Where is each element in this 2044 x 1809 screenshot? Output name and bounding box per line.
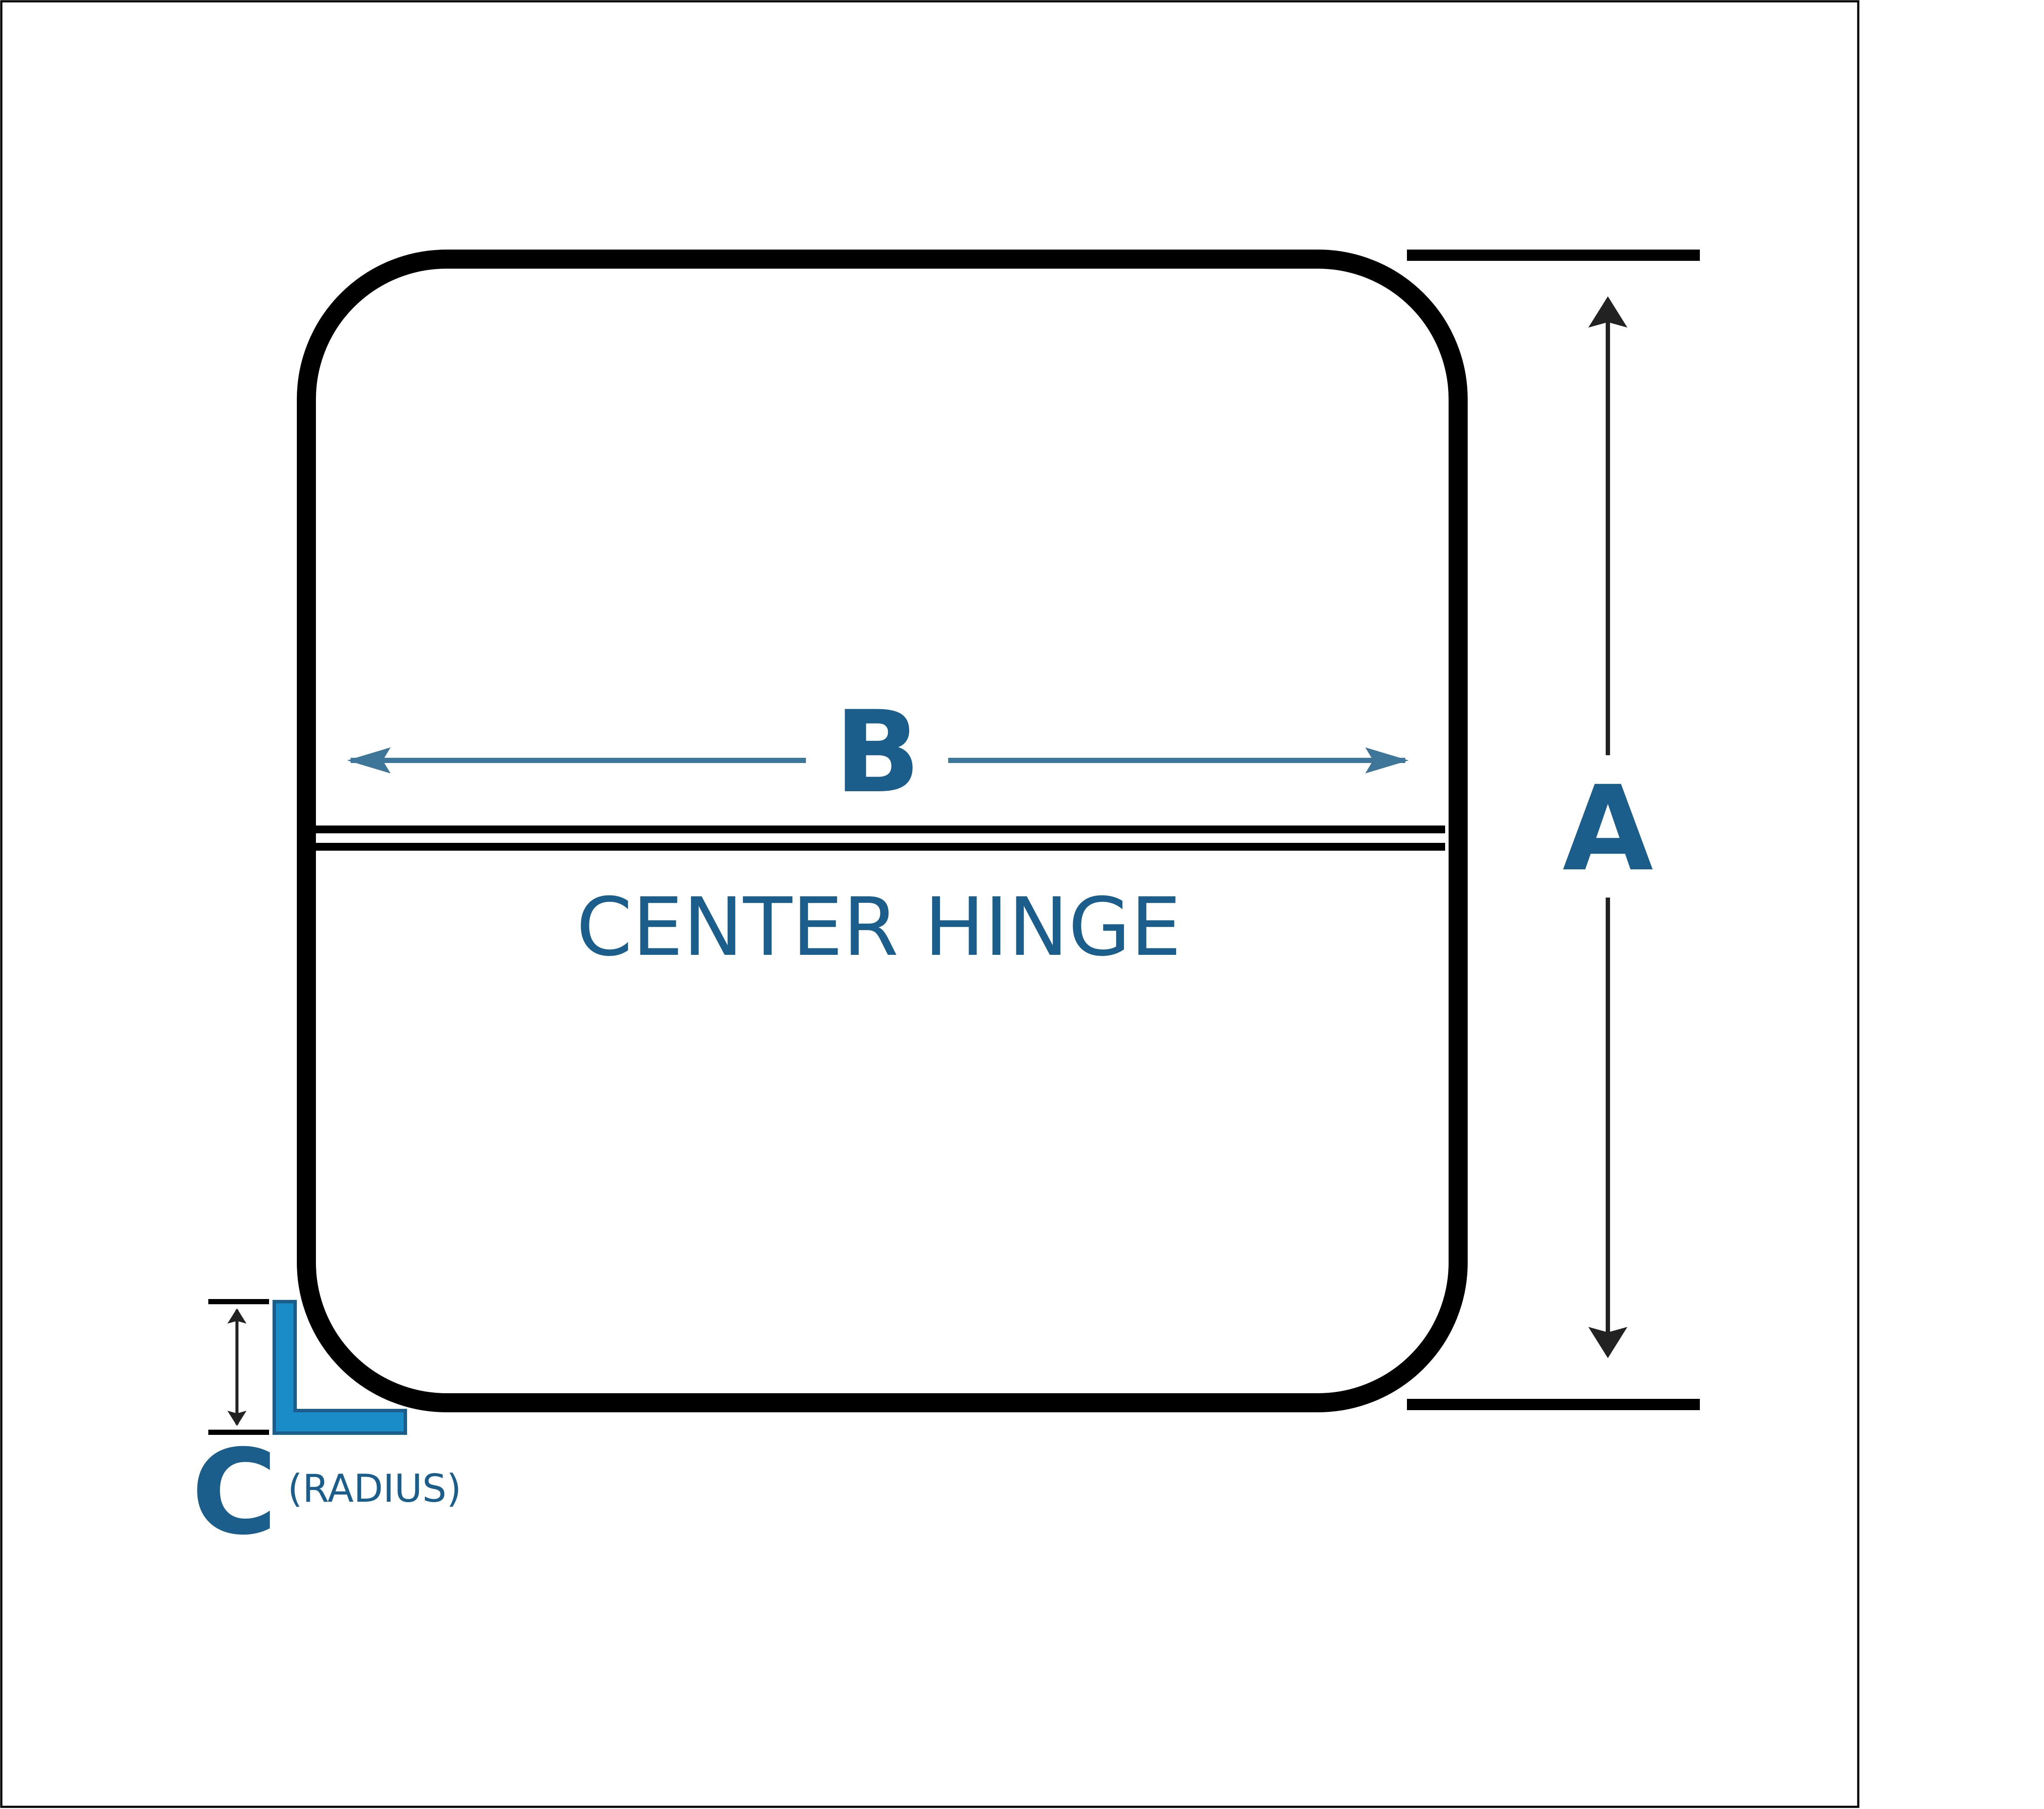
cover-outline [297, 250, 1468, 1412]
dimension-b-label: B [835, 687, 920, 818]
center-hinge-label: CENTER HINGE [576, 880, 1181, 974]
dimension-c-label: C [191, 1424, 277, 1561]
radius-corner-marker [273, 1300, 407, 1435]
dimension-a-label: A [1563, 760, 1654, 897]
radius-label: (RADIUS) [288, 1466, 461, 1511]
